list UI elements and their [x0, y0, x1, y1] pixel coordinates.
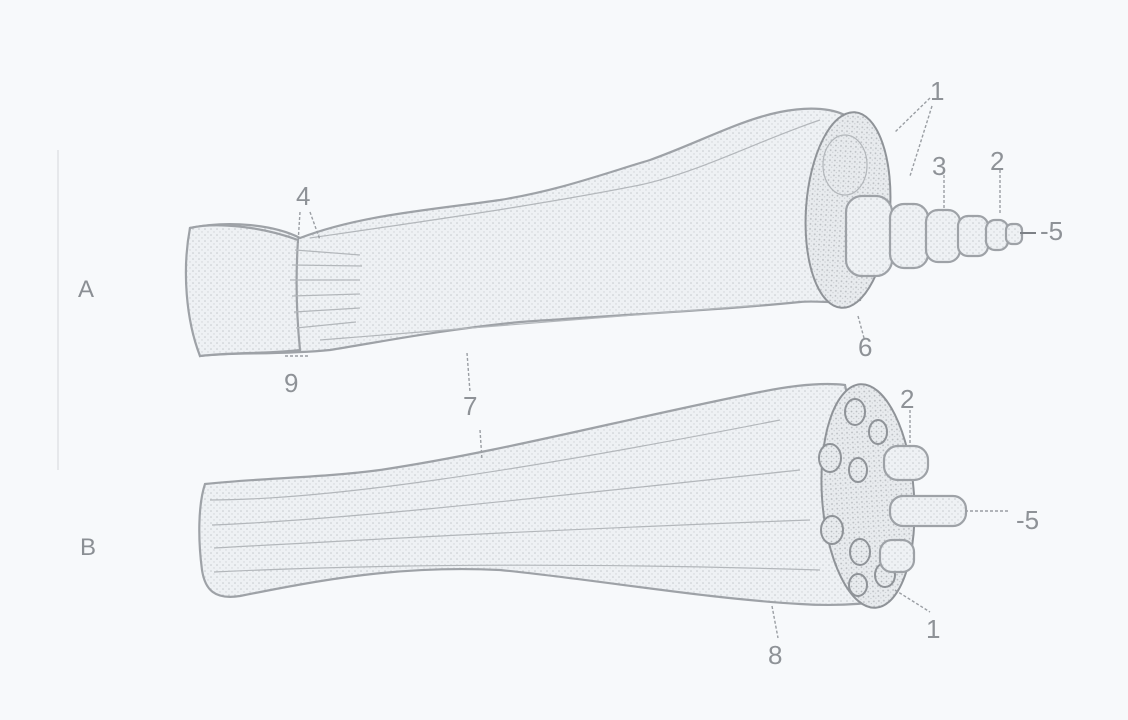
label-b-2: 2 — [900, 384, 914, 414]
label-a-7: 7 — [463, 391, 477, 421]
panel-b-pegs — [880, 446, 966, 572]
label-a-4: 4 — [296, 181, 310, 211]
panel-label-b: B — [80, 534, 96, 561]
label-b-8: 8 — [768, 640, 782, 670]
label-b-5: -5 — [1016, 505, 1039, 535]
label-a-3: 3 — [932, 151, 946, 181]
label-b-1: 1 — [926, 614, 940, 644]
panel-a-drawing — [186, 109, 1036, 356]
panel-a-head — [186, 225, 300, 356]
panel-b-shaft — [199, 384, 890, 605]
label-a-5: -5 — [1040, 216, 1063, 246]
panel-label-a: A — [78, 276, 94, 303]
label-a-9: 9 — [284, 368, 298, 398]
label-a-6: 6 — [858, 332, 872, 362]
label-a-1: 1 — [930, 76, 944, 106]
label-a-2: 2 — [990, 146, 1004, 176]
panel-b-drawing — [199, 381, 966, 611]
panel-a-peg — [846, 196, 1036, 276]
